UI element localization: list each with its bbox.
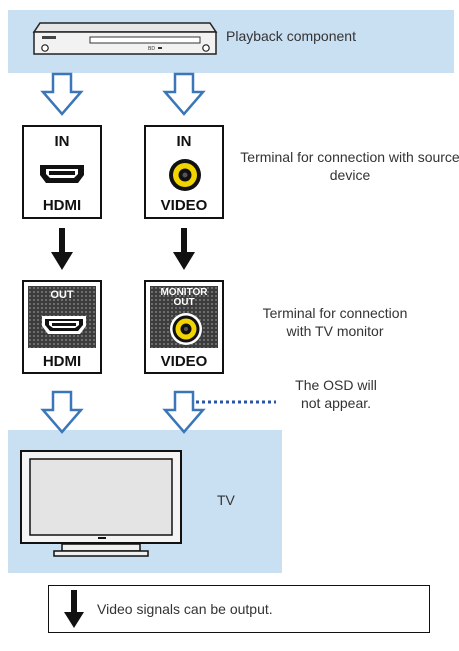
- hdmi-port-icon: [42, 316, 86, 334]
- down-arrow-outline-icon: [162, 390, 206, 434]
- source-terminal-label: Terminal for connection with source devi…: [240, 149, 459, 183]
- video-monitor-out-terminal: MONITOR OUT VIDEO: [144, 280, 224, 374]
- tv-icon: [20, 450, 182, 557]
- video-in-terminal: IN VIDEO: [144, 125, 224, 219]
- osd-note-label: The OSD will not appear.: [295, 377, 377, 411]
- osd-dotted-line: [196, 400, 276, 404]
- down-arrow-outline-icon: [162, 72, 206, 116]
- hdmi-in-bottom-label: HDMI: [42, 197, 82, 214]
- hdmi-out-top-label: OUT: [50, 289, 74, 301]
- legend-text: Video signals can be output.: [97, 601, 273, 617]
- down-arrow-solid-icon: [51, 228, 73, 270]
- monitor-terminal-label: Terminal for connection with TV monitor: [262, 305, 408, 339]
- video-out-top-label-2: OUT: [173, 297, 195, 308]
- hdmi-in-top-label: IN: [54, 133, 70, 150]
- down-arrow-solid-icon: [173, 228, 195, 270]
- svg-text:BD: BD: [148, 46, 155, 52]
- down-arrow-solid-icon: [64, 590, 84, 628]
- hdmi-port-icon: [40, 165, 84, 183]
- hdmi-in-terminal: IN HDMI: [22, 125, 102, 219]
- hdmi-out-bottom-label: HDMI: [42, 353, 82, 370]
- video-out-bottom-label: VIDEO: [160, 353, 208, 370]
- hdmi-out-plate: OUT: [28, 286, 96, 348]
- down-arrow-outline-icon: [40, 390, 84, 434]
- video-out-top-label-1: MONITOR: [160, 287, 208, 298]
- video-in-top-label: IN: [176, 133, 192, 150]
- rca-jack-icon: [170, 313, 202, 345]
- down-arrow-outline-icon: [40, 72, 84, 116]
- legend-box: Video signals can be output.: [48, 585, 430, 633]
- hdmi-out-terminal: OUT HDMI: [22, 280, 102, 374]
- video-in-bottom-label: VIDEO: [160, 197, 208, 214]
- tv-label: TV: [217, 492, 235, 508]
- playback-label: Playback component: [226, 28, 356, 44]
- bluray-player-icon: BD: [32, 22, 218, 55]
- video-out-plate: MONITOR OUT: [150, 286, 218, 348]
- rca-jack-icon: [169, 159, 201, 191]
